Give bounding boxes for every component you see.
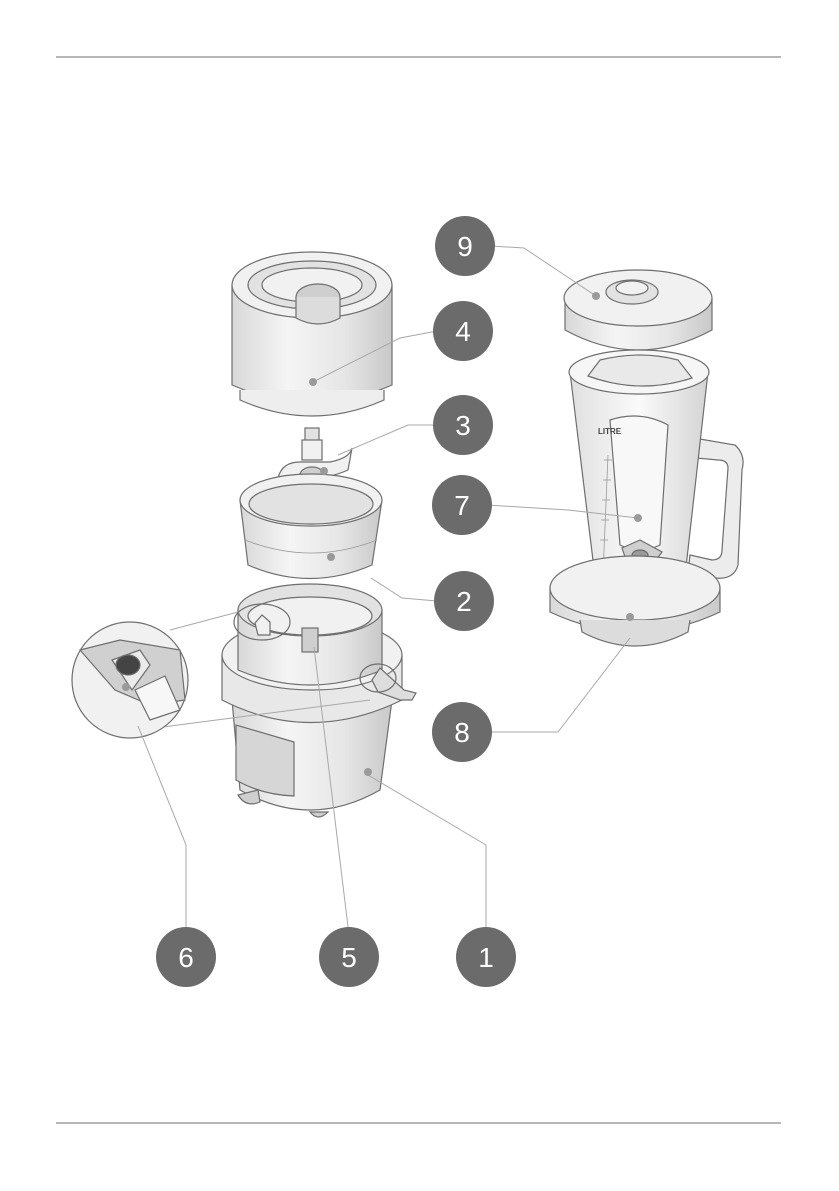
svg-text:6: 6 [178,942,194,973]
callout-5: 5 [319,927,379,987]
callout-7: 7 [432,475,492,535]
jug-lid [564,270,712,350]
svg-text:7: 7 [454,490,470,521]
chopping-bowl [240,474,382,579]
svg-text:5: 5 [341,942,357,973]
motor-base [222,584,416,817]
svg-text:9: 9 [457,231,473,262]
callout-8: 8 [432,702,492,762]
litre-scale-label: LITRE [598,427,622,436]
callout-3: 3 [433,395,493,455]
callout-6: 6 [156,927,216,987]
jug-base [550,556,720,646]
callout-4: 4 [433,301,493,361]
svg-text:4: 4 [455,316,471,347]
svg-text:8: 8 [454,717,470,748]
callout-2: 2 [434,571,494,631]
callout-1: 1 [456,927,516,987]
svg-text:3: 3 [455,410,471,441]
svg-text:2: 2 [456,586,472,617]
bowl-lid [232,252,392,416]
callout-9: 9 [435,216,495,276]
svg-text:1: 1 [478,942,494,973]
blender-jug: LITRE [569,350,743,593]
